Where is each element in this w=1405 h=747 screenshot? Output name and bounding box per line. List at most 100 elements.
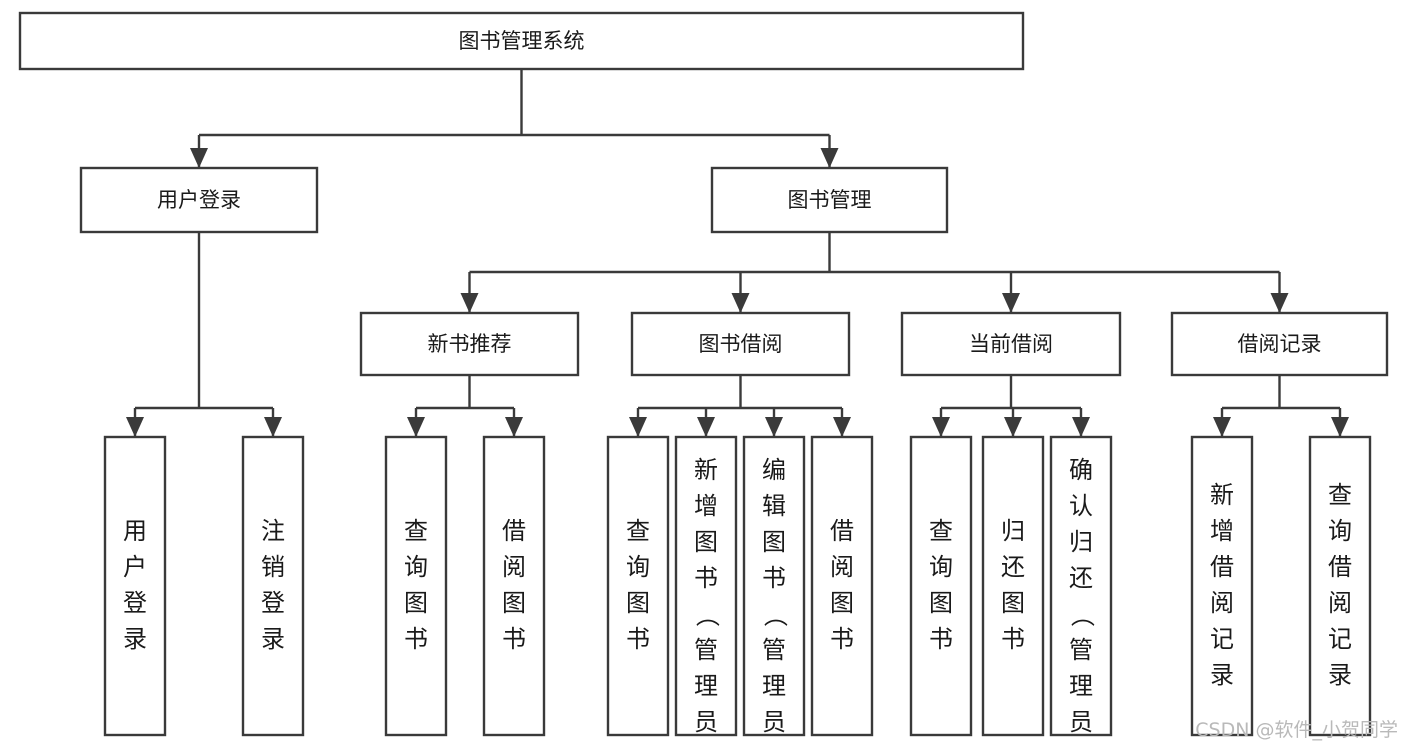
node-leaf-user-login[interactable]: 用户登录	[103, 435, 167, 737]
node-root[interactable]: 图书管理系统	[18, 11, 1025, 71]
arrow-head-icon	[820, 148, 839, 168]
node-label-char: 图	[929, 589, 953, 617]
node-current-borrow[interactable]: 当前借阅	[900, 311, 1122, 377]
node-box-current-borrow	[900, 311, 1122, 377]
node-label-char: 员	[1069, 708, 1093, 736]
node-label-char: 书	[694, 564, 718, 592]
connector-layer	[126, 69, 1349, 437]
arrow-head-icon	[460, 293, 479, 313]
node-label-char: 录	[261, 625, 285, 653]
node-box-leaf-query-record	[1308, 435, 1372, 737]
node-label-char: 阅	[1210, 589, 1234, 617]
node-label-char: 图	[694, 528, 718, 556]
arrow-head-icon	[190, 148, 208, 168]
node-label-char: 员	[694, 708, 718, 736]
node-box-borrow-record	[1170, 311, 1389, 377]
arrow-head-icon	[1270, 293, 1289, 313]
node-label-char: 图	[404, 589, 428, 617]
node-box-leaf-query-book-2	[606, 435, 670, 737]
node-label-char: 注	[261, 517, 285, 545]
node-book-borrow[interactable]: 图书借阅	[630, 311, 851, 377]
node-label-char: 书	[626, 625, 650, 653]
node-label-book-borrow: 图书借阅	[699, 332, 783, 356]
node-label-char: 辑	[762, 492, 786, 520]
node-label-char: 理	[1069, 672, 1093, 700]
node-label-char: 书	[404, 625, 428, 653]
arrow-head-icon	[697, 417, 715, 437]
node-label-char: 户	[123, 553, 147, 581]
arrow-head-icon	[264, 417, 282, 437]
node-label-char: 借	[502, 517, 526, 545]
arrow-head-icon	[833, 417, 851, 437]
node-box-root	[18, 11, 1025, 71]
arrow-head-icon	[1004, 417, 1022, 437]
node-label-char: 询	[929, 553, 953, 581]
node-label-char: 阅	[830, 553, 854, 581]
node-box-leaf-confirm-return	[1049, 435, 1113, 737]
node-new-book-recommend[interactable]: 新书推荐	[359, 311, 580, 377]
node-label-char: 查	[404, 517, 428, 545]
node-box-leaf-query-book-1	[384, 435, 448, 737]
node-label-char: 记	[1328, 625, 1352, 653]
node-borrow-record[interactable]: 借阅记录	[1170, 311, 1389, 377]
node-label-char: 新	[1210, 481, 1234, 509]
watermark-text: CSDN @软件_小贺同学	[1195, 719, 1398, 741]
node-label-char: 登	[261, 589, 285, 617]
node-user-login[interactable]: 用户登录	[79, 166, 319, 234]
node-box-new-book-recommend	[359, 311, 580, 377]
node-label-char: 借	[1210, 553, 1234, 581]
arrow-head-icon	[765, 417, 783, 437]
arrow-head-icon	[1002, 293, 1020, 313]
node-label-char: 认	[1069, 492, 1093, 520]
node-label-char: 录	[123, 625, 147, 653]
node-label-book-management: 图书管理	[788, 188, 872, 212]
node-label-char: 管	[694, 636, 718, 664]
arrow-head-icon	[126, 417, 144, 437]
node-box-leaf-logout	[241, 435, 305, 737]
node-label-char: 图	[502, 589, 526, 617]
arrow-head-icon	[1213, 417, 1231, 437]
arrow-head-icon	[1331, 417, 1349, 437]
node-label-char: （	[761, 603, 789, 627]
node-label-char: 图	[762, 528, 786, 556]
node-label-char: 销	[261, 553, 285, 581]
node-book-management[interactable]: 图书管理	[710, 166, 949, 234]
node-label-char: 管	[762, 636, 786, 664]
arrow-head-icon	[1072, 417, 1090, 437]
node-label-char: 增	[694, 492, 718, 520]
arrow-head-icon	[629, 417, 647, 437]
node-box-leaf-borrow-book-1	[482, 435, 546, 737]
node-label-char: 记	[1210, 625, 1234, 653]
node-label-new-book-recommend: 新书推荐	[428, 332, 512, 356]
node-label-char: 确	[1069, 456, 1093, 484]
node-label-char: 编	[762, 456, 786, 484]
node-label-char: （	[1068, 603, 1096, 627]
arrow-head-icon	[505, 417, 523, 437]
node-label-char: 管	[1069, 636, 1093, 664]
node-box-leaf-borrow-book-2	[810, 435, 874, 737]
node-label-char: （	[693, 603, 721, 627]
node-label-char: 理	[762, 672, 786, 700]
node-label-char: 归	[1069, 528, 1093, 556]
node-box-leaf-query-book-3	[909, 435, 973, 737]
node-label-char: 归	[1001, 517, 1025, 545]
node-label-char: 查	[626, 517, 650, 545]
node-label-char: 询	[1328, 517, 1352, 545]
node-label-borrow-record: 借阅记录	[1238, 332, 1322, 356]
node-label-char: 书	[502, 625, 526, 653]
node-label-char: 阅	[1328, 589, 1352, 617]
node-label-char: 理	[694, 672, 718, 700]
